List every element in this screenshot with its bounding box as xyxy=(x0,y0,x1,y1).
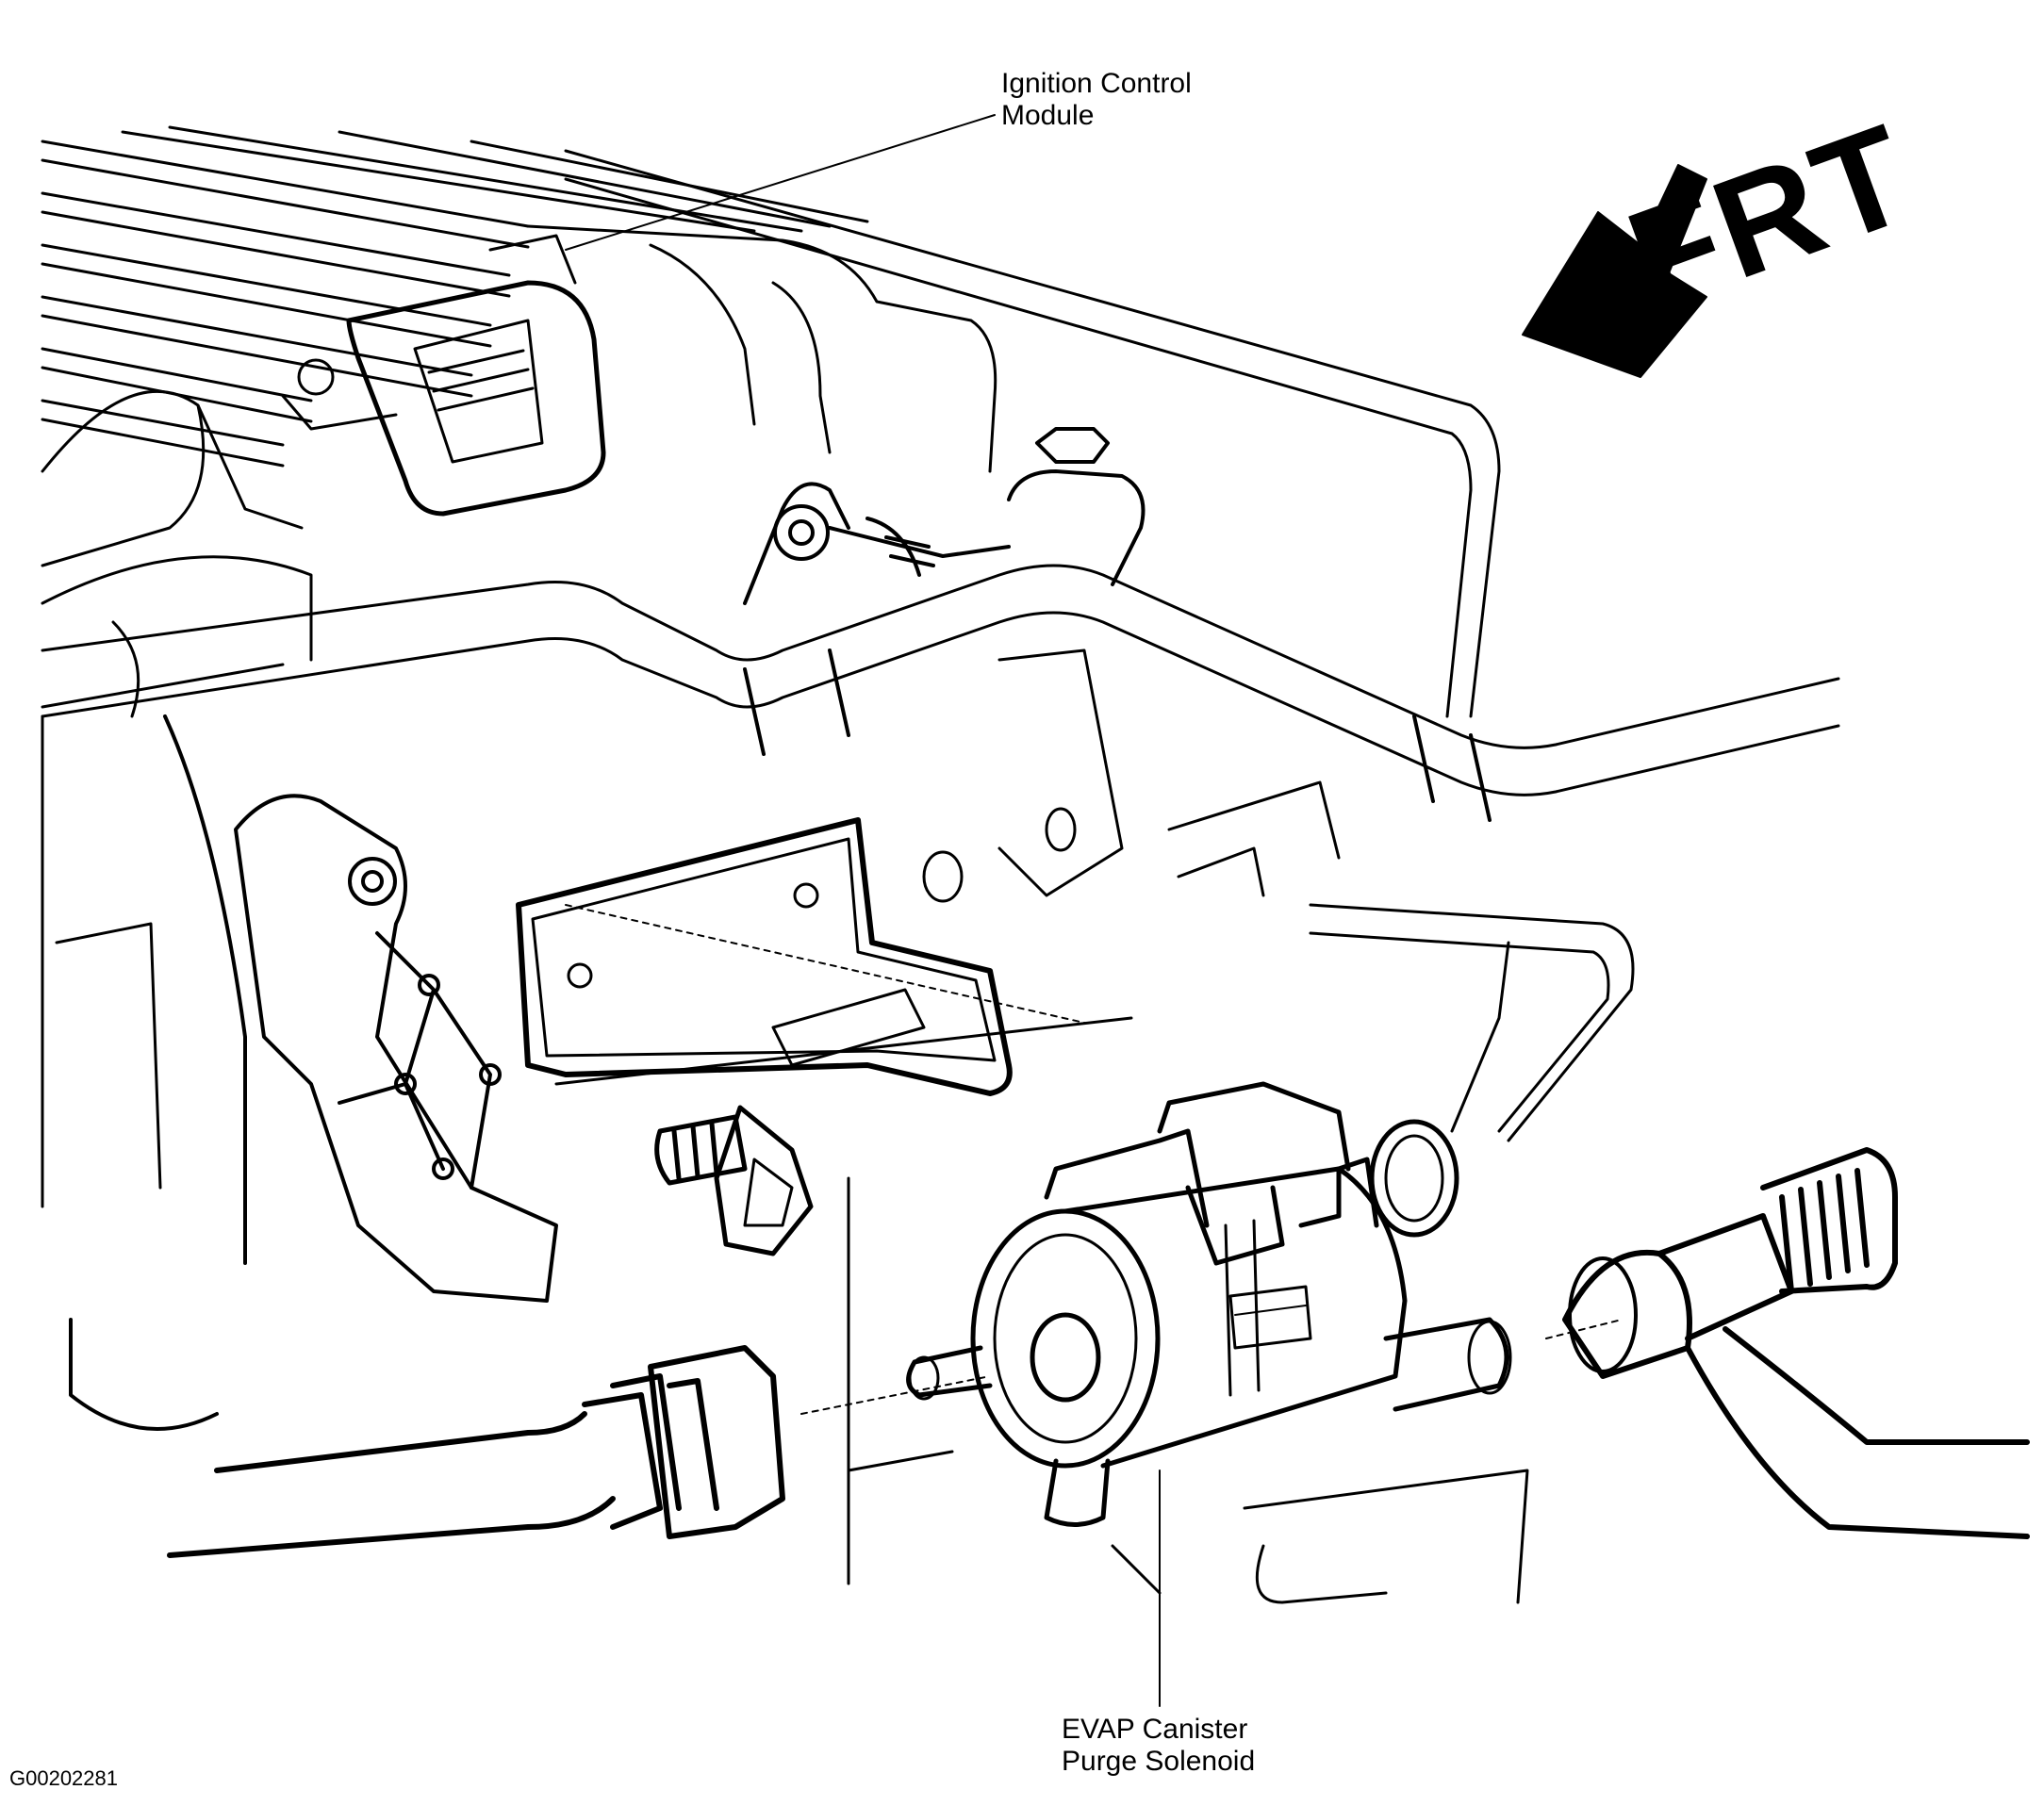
solenoid-bracket-drawing xyxy=(516,649,1124,1096)
right-hose-drawing xyxy=(1562,1147,2030,1539)
ignition-control-module-drawing xyxy=(41,125,997,517)
leader-lines xyxy=(565,114,1623,1707)
ignition-control-module-label: Ignition Control Module xyxy=(1001,68,1192,132)
ignition-control-module-label-line1: Ignition Control xyxy=(1001,68,1192,99)
evap-purge-solenoid-label-line2: Purge Solenoid xyxy=(1062,1746,1256,1777)
bracket-bolt-drawing xyxy=(654,1105,814,1256)
evap-purge-solenoid-label-line1: EVAP Canister xyxy=(1062,1714,1248,1745)
vapor-line-drawing xyxy=(41,149,1840,1142)
purge-solenoid-drawing xyxy=(906,1081,1512,1527)
engine-cover-drawing xyxy=(41,389,313,1208)
ignition-control-module-label-line2: Module xyxy=(1001,100,1095,131)
figure-id: G00202281 xyxy=(9,1766,118,1790)
ground-terminal-drawing xyxy=(743,427,1146,605)
left-hose-drawing xyxy=(167,1345,785,1558)
front-direction-arrow-icon xyxy=(1522,164,1707,378)
evap-purge-solenoid-label: EVAP Canister Purge Solenoid xyxy=(1062,1714,1255,1778)
engine-brace-drawing xyxy=(69,714,558,1431)
lower-engine-drawing xyxy=(554,780,1529,1604)
